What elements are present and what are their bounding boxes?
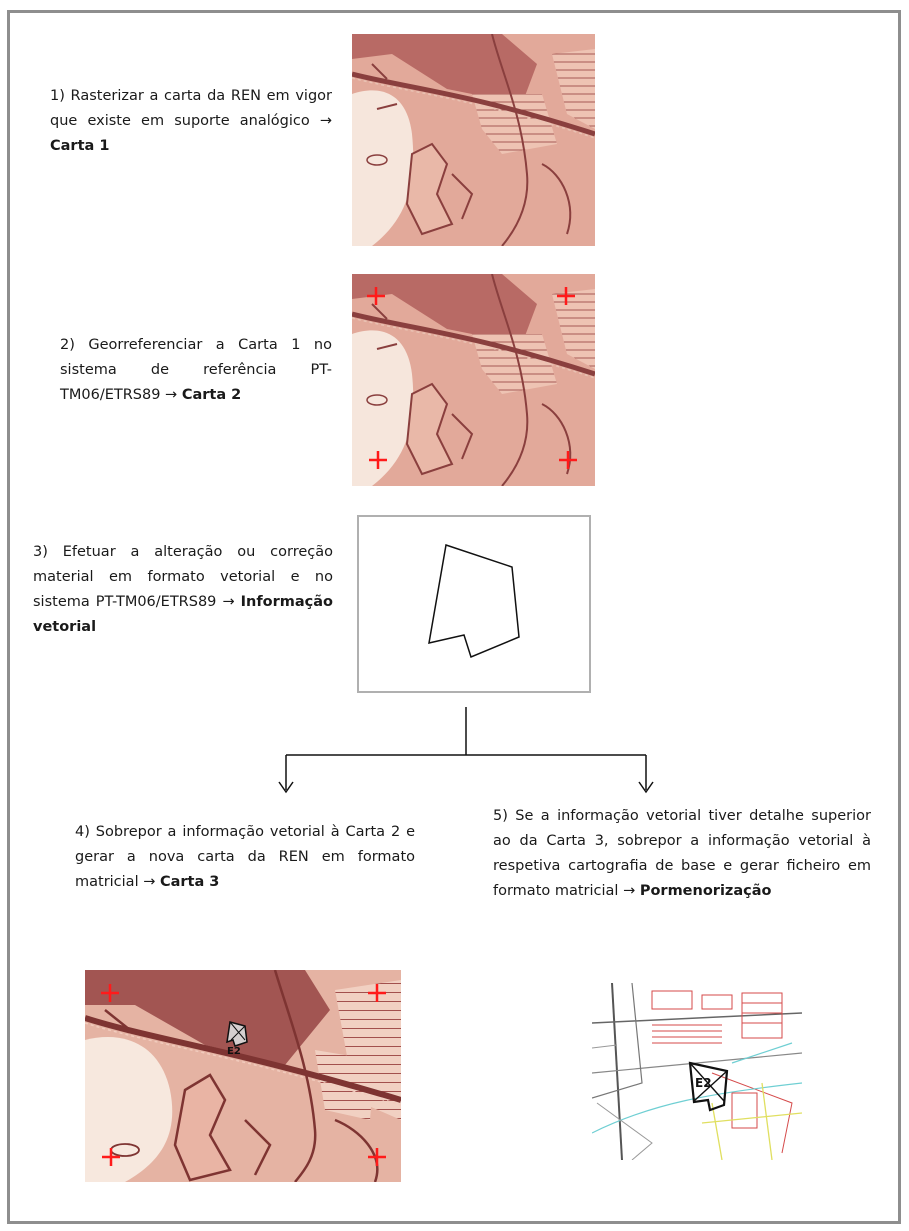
step-1-result: Carta 1: [50, 138, 110, 154]
step-4-text: 4) Sobrepor a informação vetorial à Cart…: [75, 824, 415, 890]
parcel-code-detail: E2: [695, 1076, 712, 1090]
vector-polygon-box: [357, 515, 591, 693]
carta-3-image: E2: [85, 970, 401, 1182]
step-3-result: Informação vetorial: [33, 594, 333, 635]
carta-2-image: [352, 274, 595, 486]
parcel-code-carta3: E2: [227, 1046, 241, 1057]
step-4-result: Carta 3: [159, 874, 220, 890]
vector-polygon: [428, 544, 520, 659]
georeference-markers: [367, 287, 577, 469]
step-3-text: 3) Efetuar a alteração ou correção mater…: [33, 544, 333, 635]
step-2-text: 2) Georreferenciar a Carta 1 no sistema …: [60, 337, 332, 403]
step-5-result: Pormenorização: [639, 883, 772, 899]
pormenorizacao-image: E2: [592, 983, 802, 1160]
figure-frame: [7, 10, 901, 1224]
carta-1-image: [352, 34, 595, 246]
carta-3-markers: [101, 984, 386, 1166]
step-2-result: Carta 2: [181, 387, 242, 403]
step-5-text: 5) Se a informação vetorial tiver detalh…: [493, 808, 871, 899]
step-1-text: 1) Rasterizar a carta da REN em vigor qu…: [50, 88, 332, 154]
